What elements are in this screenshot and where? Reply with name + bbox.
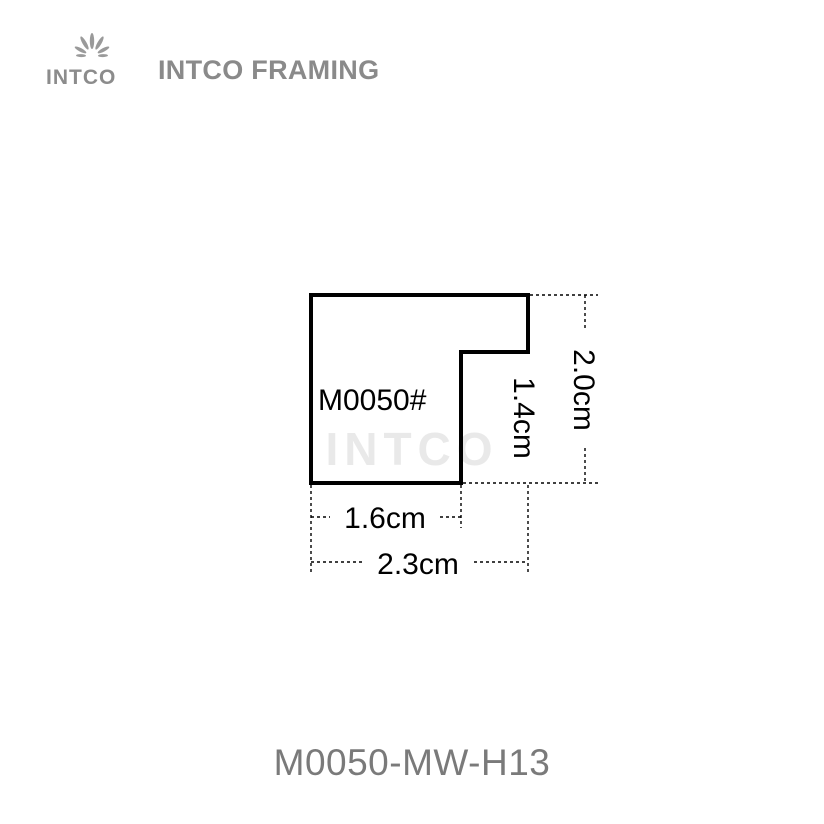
total-width-label: 2.3cm [377,548,459,581]
product-code: M0050-MW-H13 [273,742,551,783]
brand-name: INTCO FRAMING [158,55,380,85]
inner-width-label: 1.6cm [344,502,426,535]
intco-logo: INTCO [44,32,140,89]
sunburst-logo-icon [74,33,110,58]
dimension-lines [310,294,598,575]
brand-header: INTCO INTCO FRAMING [44,32,380,89]
total-height-label: 2.0cm [567,349,600,431]
logo-wordmark: INTCO [46,66,117,89]
moulding-profile-outline [309,293,530,485]
model-label: M0050# [318,384,427,417]
rebate-height-label: 1.4cm [507,377,540,459]
watermark-text: INTCO [325,423,498,475]
